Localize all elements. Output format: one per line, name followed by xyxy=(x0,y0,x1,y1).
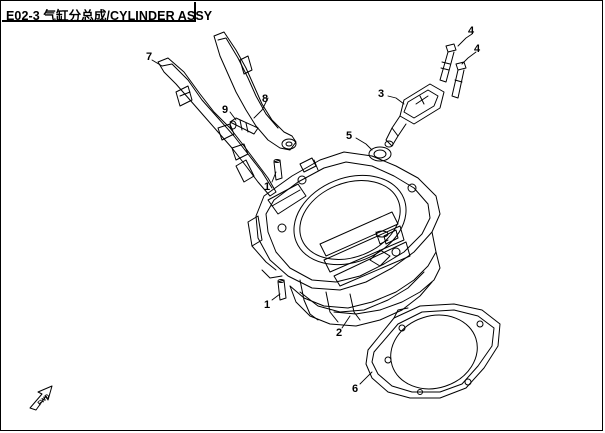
chain-guide-part xyxy=(157,57,277,197)
callout-9: 9 xyxy=(222,104,228,116)
fwd-arrow-icon: FWD xyxy=(29,385,53,411)
callout-4a: 4 xyxy=(468,25,475,37)
callout-3: 3 xyxy=(378,88,384,100)
callout-5: 5 xyxy=(346,130,352,142)
diagram-title: E02-3 气缸分总成/CYLINDER ASSY xyxy=(6,9,213,23)
cylinder-block-part xyxy=(247,151,441,327)
pivot-bolt-part xyxy=(229,117,259,135)
callout-4b: 4 xyxy=(474,43,481,55)
callout-2: 2 xyxy=(336,327,342,339)
chain-tensioner-part xyxy=(384,83,445,148)
cylinder-gasket-part xyxy=(365,303,501,399)
callout-1b: 1 xyxy=(264,299,270,311)
callout-8: 8 xyxy=(262,93,268,105)
callout-6: 6 xyxy=(352,383,358,395)
dowel-pin-parts xyxy=(273,159,287,301)
title-box: E02-3 气缸分总成/CYLINDER ASSY xyxy=(2,2,212,23)
tensioner-guide-part xyxy=(213,31,297,151)
gasket-ring-part xyxy=(368,146,392,162)
callout-1a: 1 xyxy=(264,181,270,193)
leader-lines xyxy=(151,33,477,385)
bolts-part xyxy=(439,43,467,99)
callout-7: 7 xyxy=(146,51,152,63)
